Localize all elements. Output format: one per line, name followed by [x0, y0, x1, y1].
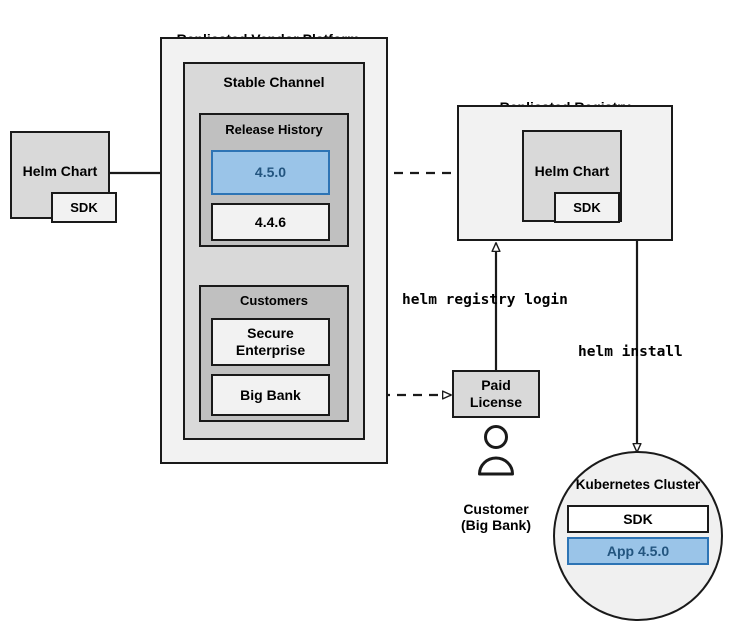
kubernetes-cluster-circle: [553, 451, 723, 621]
registry-helm-chart-label: Helm Chart: [534, 163, 610, 179]
paid-license-label: Paid License: [469, 377, 523, 410]
cluster-item-label: App 4.5.0: [606, 542, 670, 559]
kubernetes-cluster-title: Kubernetes Cluster: [575, 477, 701, 492]
source-sdk-label: SDK: [70, 199, 98, 215]
command-helm-registry-login: helm registry login: [402, 292, 568, 308]
source-helm-chart-label: Helm Chart: [22, 163, 98, 179]
cluster-item-label: SDK: [623, 510, 653, 527]
customer-actor-label: Customer (Big Bank): [461, 500, 531, 534]
release-item-4-5-0[interactable]: 4.5.0: [211, 150, 330, 195]
cluster-item-app[interactable]: App 4.5.0: [567, 537, 709, 565]
stable-channel-title: Stable Channel: [223, 74, 325, 90]
registry-sdk-box: SDK: [554, 192, 620, 223]
command-helm-install: helm install: [578, 344, 683, 360]
customer-item-big-bank[interactable]: Big Bank: [211, 374, 330, 416]
source-sdk-box: SDK: [51, 192, 117, 223]
release-version-label: 4.4.6: [254, 213, 287, 230]
customer-name-label: Big Bank: [240, 386, 301, 403]
registry-sdk-label: SDK: [573, 199, 601, 215]
release-item-4-4-6[interactable]: 4.4.6: [211, 203, 330, 241]
customer-item-secure-enterprise[interactable]: Secure Enterprise: [211, 318, 330, 366]
cluster-item-sdk[interactable]: SDK: [567, 505, 709, 533]
customers-title: Customers: [240, 293, 308, 308]
release-history-title: Release History: [225, 122, 323, 137]
paid-license-box: Paid License: [452, 370, 540, 418]
customer-actor-icon: [474, 424, 518, 478]
release-version-label: 4.5.0: [254, 164, 287, 181]
customer-name-label: Secure Enterprise: [235, 325, 306, 358]
